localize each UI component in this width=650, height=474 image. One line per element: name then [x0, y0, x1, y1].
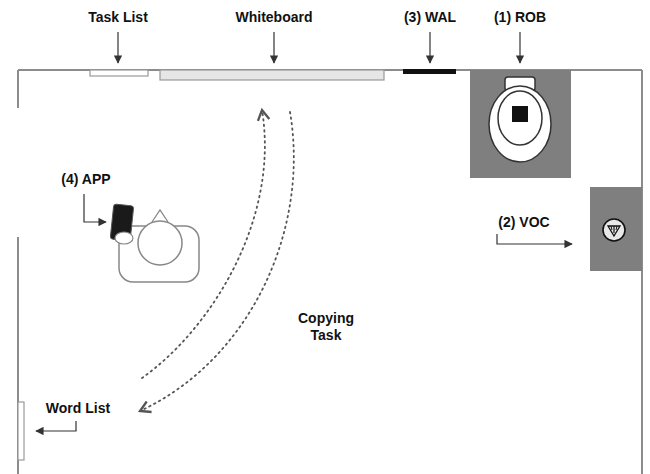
- movement-path: [142, 110, 265, 378]
- leader-line: [429, 32, 430, 63]
- movement-path: [140, 112, 294, 411]
- voice-assistant: [590, 187, 642, 271]
- callout-label: (1) ROB: [494, 9, 546, 26]
- leader-line: [84, 194, 106, 222]
- leader-line: [273, 32, 274, 63]
- callout-label: (2) VOC: [498, 214, 549, 231]
- wall-display: [403, 69, 456, 74]
- leader-line: [497, 234, 572, 244]
- leader-line: [36, 421, 76, 431]
- leader-line: [117, 32, 118, 63]
- callout-label: (3) WAL: [404, 9, 456, 26]
- task-label: Copying Task: [291, 310, 361, 344]
- callout-label: (4) APP: [61, 171, 110, 188]
- object-label: Word List: [46, 400, 110, 417]
- object-label: Whiteboard: [236, 9, 313, 26]
- participant: [110, 204, 199, 282]
- object-label: Task List: [88, 9, 148, 26]
- room-walls: [18, 70, 642, 474]
- task-list-sheet: [90, 70, 148, 76]
- robot: [470, 70, 571, 178]
- leader-line: [519, 32, 520, 63]
- word-list-sheet: [18, 402, 24, 460]
- whiteboard: [160, 70, 384, 80]
